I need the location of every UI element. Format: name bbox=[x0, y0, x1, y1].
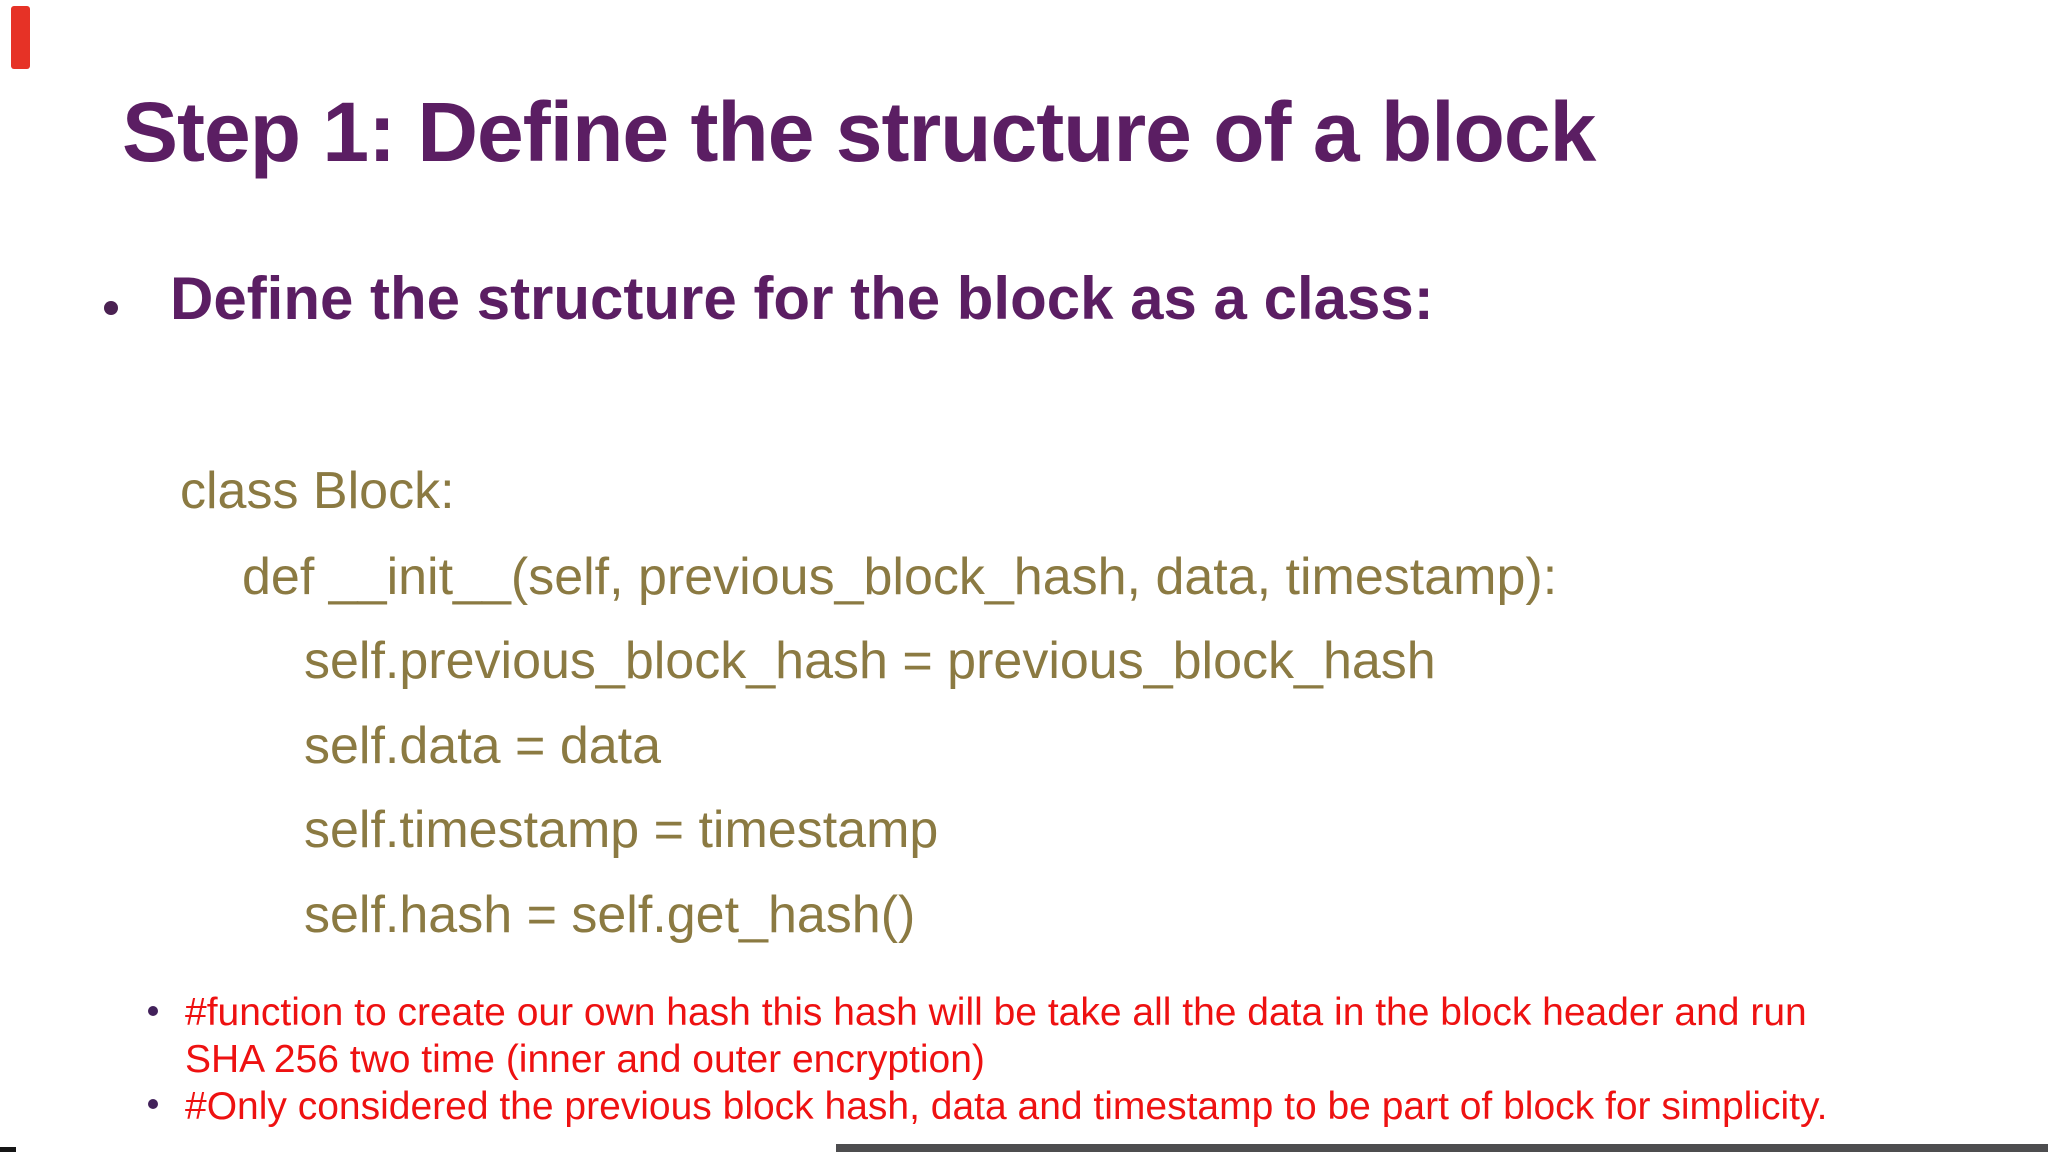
bullet-dot-icon bbox=[148, 1006, 158, 1016]
code-line: self.hash = self.get_hash() bbox=[304, 886, 916, 944]
bullet-dot-icon bbox=[148, 1099, 158, 1109]
code-line: def __init__(self, previous_block_hash, … bbox=[242, 548, 1558, 606]
code-line: self.timestamp = timestamp bbox=[304, 801, 939, 859]
code-line: self.previous_block_hash = previous_bloc… bbox=[304, 632, 1436, 690]
bullet-dot-icon bbox=[104, 301, 118, 315]
note-line: #function to create our own hash this ha… bbox=[185, 991, 1807, 1034]
code-line: self.data = data bbox=[304, 717, 662, 775]
code-line: class Block: bbox=[180, 462, 455, 520]
note-line: #Only considered the previous block hash… bbox=[185, 1085, 1828, 1128]
record-indicator-icon bbox=[11, 6, 30, 69]
video-progress-bar bbox=[836, 1144, 2048, 1152]
slide-title: Step 1: Define the structure of a block bbox=[122, 85, 1596, 179]
bottom-left-mark bbox=[0, 1147, 16, 1152]
main-bullet-text: Define the structure for the block as a … bbox=[170, 265, 1434, 332]
note-line: SHA 256 two time (inner and outer encryp… bbox=[185, 1038, 985, 1081]
